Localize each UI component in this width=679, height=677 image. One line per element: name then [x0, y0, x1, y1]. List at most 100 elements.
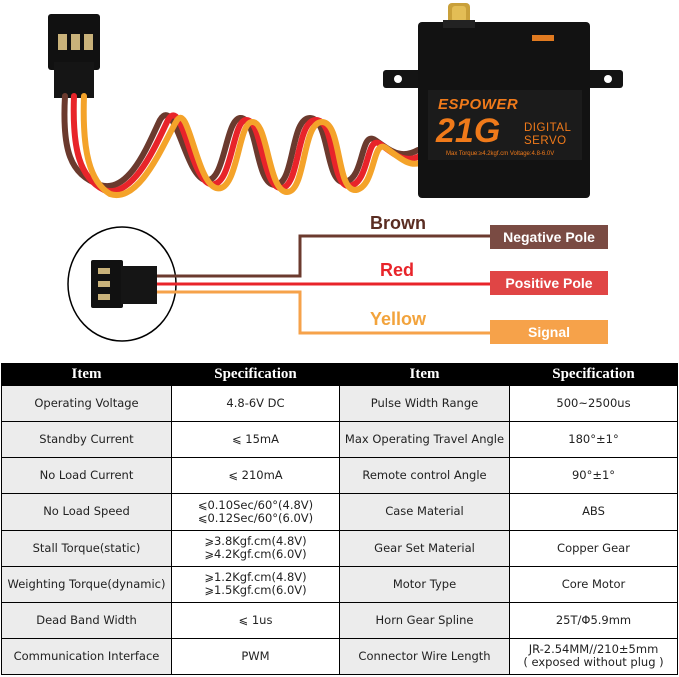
- cell-text-line: Communication Interface: [13, 648, 160, 663]
- spec-item-cell: Gear Set Material: [339, 529, 510, 567]
- cell-text-line: Operating Voltage: [34, 396, 139, 411]
- cell-text-line: 180°±1°: [568, 432, 619, 447]
- cell-text-line: PWM: [241, 648, 270, 663]
- table-row: Communication Interface PWM Connector Wire…: [1, 637, 678, 676]
- cell-text-line: Connector Wire Length: [358, 648, 491, 663]
- cell-text-line: Stall Torque(static): [32, 540, 141, 555]
- table-body: Operating Voltage 4.8-6V DC Pulse Width Ra…: [1, 384, 678, 676]
- coiled-servo-wire: [61, 93, 425, 199]
- cell-text-line: ⩾1.2Kgf.cm(4.8V): [204, 570, 307, 585]
- spec-value-cell: ⩽ 210mA: [171, 457, 340, 495]
- wire-color-brown: Brown: [370, 213, 426, 233]
- spec-value-cell: ⩾1.2Kgf.cm(4.8V)⩾1.5Kgf.cm(6.0V): [171, 565, 340, 603]
- header-specification: Specification: [171, 363, 340, 386]
- cell-text-line: ⩽ 210mA: [228, 468, 283, 483]
- header-specification: Specification: [509, 363, 678, 386]
- cell-text-line: ⩾1.5Kgf.cm(6.0V): [204, 583, 307, 598]
- table-row: No Load Current ⩽ 210mA Remote control Ang…: [1, 457, 678, 495]
- cell-text-line: ⩽ 15mA: [232, 432, 279, 447]
- spec-item-cell: Case Material: [339, 493, 510, 531]
- spec-value-cell: JR-2.54MM//210±5mm( exposed without plug…: [509, 637, 678, 676]
- servo-drawing: [48, 3, 623, 342]
- signal-badge: Signal: [490, 320, 608, 344]
- cell-text-line: ⩾3.8Kgf.cm(4.8V): [204, 534, 307, 549]
- table-header-row: Item Specification Item Specification: [1, 363, 678, 386]
- spec-item-cell: Communication Interface: [1, 637, 172, 676]
- table-row: Operating Voltage 4.8-6V DC Pulse Width Ra…: [1, 384, 678, 423]
- cell-text-line: No Load Current: [39, 468, 134, 483]
- cell-text-line: ⩽0.10Sec/60°(4.8V): [197, 497, 314, 512]
- cell-text-line: 25T/Φ5.9mm: [555, 612, 632, 627]
- spec-item-cell: Weighting Torque(dynamic): [1, 565, 172, 603]
- table-row: Standby Current ⩽ 15mA Max Operating Trave…: [1, 421, 678, 459]
- cell-text-line: 4.8-6V DC: [226, 396, 285, 411]
- spec-value-cell: PWM: [171, 637, 340, 676]
- cell-text-line: Pulse Width Range: [370, 396, 479, 411]
- specification-table: Item Specification Item Specification Op…: [1, 363, 678, 676]
- table-row: No Load Speed ⩽0.10Sec/60°(4.8V)⩽0.12Sec/…: [1, 493, 678, 531]
- header-item: Item: [1, 363, 172, 386]
- servo-brand-label: ESPOWER: [438, 96, 519, 113]
- wire-leads: [157, 234, 490, 335]
- positive-pole-badge: Positive Pole: [490, 271, 608, 295]
- servo-model-label: 21G: [436, 112, 501, 150]
- spec-item-cell: Pulse Width Range: [339, 384, 510, 423]
- spec-value-cell: 500~2500us: [509, 384, 678, 423]
- servo-type-line2: SERVO: [524, 135, 567, 147]
- servo-connector-plug: [48, 14, 100, 98]
- spec-item-cell: No Load Current: [1, 457, 172, 495]
- cell-text-line: ABS: [582, 504, 605, 519]
- spec-item-cell: Remote control Angle: [339, 457, 510, 495]
- cell-text-line: ⩾4.2Kgf.cm(6.0V): [204, 547, 307, 562]
- servo-spec-label: Max Torque:≥4.2kgf.cm Voltage:4.8-6.0V: [446, 151, 555, 157]
- cell-text-line: Dead Band Width: [36, 612, 137, 627]
- spec-value-cell: ⩾3.8Kgf.cm(4.8V)⩾4.2Kgf.cm(6.0V): [171, 529, 340, 567]
- spec-item-cell: Connector Wire Length: [339, 637, 510, 676]
- spec-value-cell: 4.8-6V DC: [171, 384, 340, 423]
- cell-text-line: 90°±1°: [571, 468, 616, 483]
- spec-item-cell: Dead Band Width: [1, 601, 172, 639]
- servo-body: [383, 3, 623, 198]
- servo-type-line1: DIGITAL: [524, 122, 572, 134]
- table-row: Weighting Torque(dynamic) ⩾1.2Kgf.cm(4.8V…: [1, 565, 678, 603]
- wire-color-yellow: Yellow: [370, 309, 427, 329]
- cell-text-line: Weighting Torque(dynamic): [7, 576, 166, 591]
- spec-value-cell: ABS: [509, 493, 678, 531]
- servo-type-label: DIGITAL SERVO: [524, 122, 571, 148]
- spec-value-cell: ⩽0.10Sec/60°(4.8V)⩽0.12Sec/60°(6.0V): [171, 493, 340, 531]
- spec-value-cell: ⩽ 15mA: [171, 421, 340, 459]
- negative-pole-badge: Negative Pole: [490, 225, 608, 249]
- spec-item-cell: No Load Speed: [1, 493, 172, 531]
- cell-text-line: ( exposed without plug ): [523, 655, 664, 670]
- spec-item-cell: Standby Current: [1, 421, 172, 459]
- cell-text-line: Gear Set Material: [374, 540, 475, 555]
- spec-value-cell: ⩽ 1us: [171, 601, 340, 639]
- cell-text-line: Core Motor: [561, 576, 626, 591]
- spec-value-cell: Copper Gear: [509, 529, 678, 567]
- cell-text-line: Horn Gear Spline: [375, 612, 474, 627]
- cell-text-line: ⩽ 1us: [238, 612, 273, 627]
- cell-text-line: Max Operating Travel Angle: [344, 432, 505, 447]
- product-illustration: ESPOWER 21G DIGITAL SERVO Max Torque:≥4.…: [48, 3, 623, 344]
- table-row: Stall Torque(static) ⩾3.8Kgf.cm(4.8V)⩾4.2…: [1, 529, 678, 567]
- cell-text-line: 500~2500us: [556, 396, 631, 411]
- cell-text-line: Copper Gear: [557, 540, 630, 555]
- cell-text-line: No Load Speed: [43, 504, 130, 519]
- cell-text-line: JR-2.54MM//210±5mm: [528, 642, 659, 657]
- cell-text-line: Case Material: [385, 504, 464, 519]
- spec-item-cell: Horn Gear Spline: [339, 601, 510, 639]
- table-row: Dead Band Width ⩽ 1us Horn Gear Spline 25T/…: [1, 601, 678, 639]
- spec-value-cell: 90°±1°: [509, 457, 678, 495]
- spec-item-cell: Motor Type: [339, 565, 510, 603]
- spec-item-cell: Operating Voltage: [1, 384, 172, 423]
- spec-item-cell: Stall Torque(static): [1, 529, 172, 567]
- cell-text-line: ⩽0.12Sec/60°(6.0V): [197, 510, 314, 525]
- spec-value-cell: 25T/Φ5.9mm: [509, 601, 678, 639]
- spec-value-cell: 180°±1°: [509, 421, 678, 459]
- cell-text-line: Standby Current: [39, 432, 134, 447]
- cell-text-line: Motor Type: [392, 576, 457, 591]
- cell-text-line: Remote control Angle: [362, 468, 487, 483]
- header-item: Item: [339, 363, 510, 386]
- wire-color-red: Red: [380, 260, 415, 280]
- spec-value-cell: Core Motor: [509, 565, 678, 603]
